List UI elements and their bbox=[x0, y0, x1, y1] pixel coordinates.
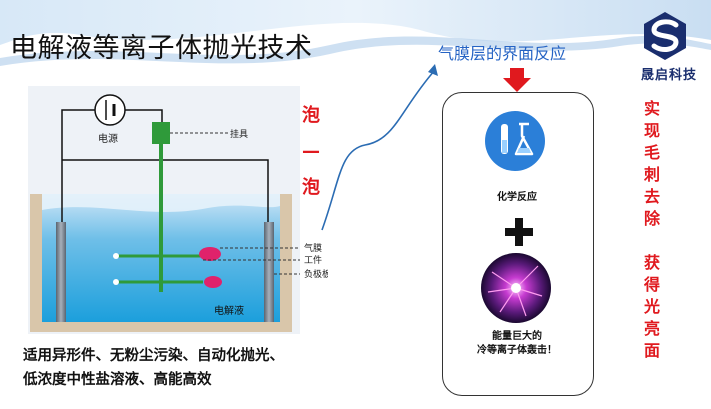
result-char: 面 bbox=[643, 341, 660, 360]
chemistry-flask-icon bbox=[485, 111, 545, 171]
reaction-title: 气膜层的界面反应 bbox=[438, 44, 567, 63]
bubble-char-3: 泡 bbox=[302, 177, 320, 198]
down-arrow-icon bbox=[503, 68, 531, 92]
result-spacer bbox=[640, 230, 664, 252]
feature-summary: 适用异形件、无粉尘污染、自动化抛光、 低浓度中性盐溶液、高能高效 bbox=[23, 344, 284, 392]
result-text: 实 现 毛 刺 去 除 获 得 光 亮 面 bbox=[640, 98, 664, 362]
result-char: 刺 bbox=[643, 165, 660, 184]
company-name: 晟启科技 bbox=[640, 68, 697, 83]
power-label: 电源 bbox=[98, 132, 118, 145]
bubble-char-2: — bbox=[302, 141, 320, 162]
result-char: 去 bbox=[643, 187, 660, 206]
plus-icon bbox=[505, 218, 533, 246]
page-title: 电解液等离子体抛光技术 bbox=[10, 33, 313, 64]
result-char: 除 bbox=[643, 209, 660, 228]
feature-line-1: 适用异形件、无粉尘污染、自动化抛光、 bbox=[23, 348, 284, 364]
plasma-label-line-2: 冷等离子体轰击！ bbox=[477, 345, 557, 356]
bubble-char-1: 泡 bbox=[302, 105, 320, 126]
result-char: 得 bbox=[643, 275, 660, 294]
header-banner bbox=[0, 0, 711, 66]
workpiece-label: 工件 bbox=[304, 254, 322, 266]
bubble-text: 泡 — 泡 bbox=[300, 98, 322, 206]
hanger-label: 挂具 bbox=[230, 128, 248, 140]
plasma-label: 能量巨大的 冷等离子体轰击！ bbox=[442, 330, 592, 358]
cathode-label: 负极板 bbox=[304, 268, 328, 280]
plasma-ball-icon bbox=[481, 253, 551, 323]
curved-arrow-icon bbox=[321, 64, 438, 231]
feature-line-2: 低浓度中性盐溶液、高能高效 bbox=[23, 372, 212, 388]
chem-reaction-label: 化学反应 bbox=[497, 192, 537, 203]
result-char: 实 bbox=[643, 99, 660, 118]
result-char: 亮 bbox=[643, 319, 660, 338]
result-char: 毛 bbox=[643, 143, 660, 162]
electrolyte-label: 电解液 bbox=[214, 304, 244, 317]
electrolysis-diagram: 电源 挂具 气膜 工件 负极板 电解液 bbox=[28, 86, 328, 334]
company-logo-icon bbox=[644, 12, 686, 60]
plasma-label-line-1: 能量巨大的 bbox=[492, 331, 542, 342]
gas-film-label: 气膜 bbox=[304, 242, 322, 254]
result-char: 光 bbox=[643, 297, 660, 316]
result-char: 获 bbox=[643, 253, 660, 272]
result-char: 现 bbox=[643, 121, 660, 140]
